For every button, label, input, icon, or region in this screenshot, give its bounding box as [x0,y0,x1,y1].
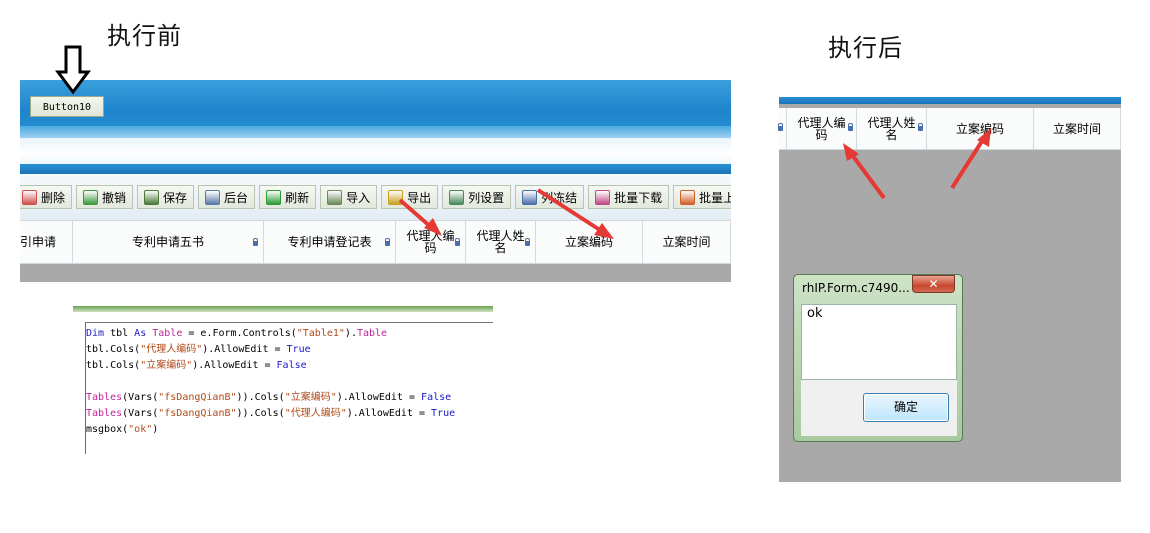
freeze-icon [522,189,538,205]
column-header-label: 立案时间 [662,235,711,249]
toolbar-button-8[interactable]: 列设置 [442,185,512,209]
code-line [86,374,455,390]
lock-icon [918,123,923,131]
column-header-label: 代理人姓名 [476,229,525,255]
toolbar-button-11[interactable]: 批量上传 [673,185,731,209]
toolbar-button-4[interactable]: 后台 [198,185,256,209]
save-icon [144,189,160,205]
column-header-label: 立案编码 [955,121,1004,136]
toolbar-button-1[interactable]: 删除 [20,185,73,209]
toolbar-button-3[interactable]: 保存 [137,185,195,209]
before-column-header-2[interactable]: 专利申请五书 [73,221,264,263]
code-editor: Dim tbl As Table = e.Form.Controls("Tabl… [73,306,493,454]
column-header-label: 立案编码 [564,235,613,249]
button10[interactable]: Button10 [30,96,104,117]
lock-icon [253,238,258,246]
download-icon [595,189,611,205]
toolbar-button-label: 列冻结 [541,190,578,205]
after-blue-band [779,97,1121,104]
toolbar-button-label: 导入 [346,190,371,205]
before-column-header-7[interactable]: 立案时间 [643,221,731,263]
toolbar-button-10[interactable]: 批量下载 [588,185,670,209]
dialog-title: rhIP.Form.c7490... [802,281,910,295]
toolbar-button-label: 批量下载 [614,190,663,205]
code-line: tbl.Cols("立案编码").AllowEdit = False [86,360,307,371]
export-icon [388,189,404,205]
delete-icon [22,189,37,205]
after-column-header-2[interactable]: 代理人姓名 [857,108,927,149]
column-header-label: 代理人姓名 [867,115,916,142]
lock-icon [778,123,783,131]
after-grid-header: 代理人编码代理人姓名 立案编码 立案时间 [778,108,1121,150]
before-grid-header: 引申请 专利申请五书 专利申请登记表 代理人编码代理人姓名 立案编码 立案时间 [20,220,731,264]
code-line: Tables(Vars("fsDangQianB")).Cols("立案编码")… [86,392,452,403]
toolbar-button-label: 导出 [407,190,432,205]
dialog-message: ok [807,306,823,321]
columns-icon [449,189,465,205]
lock-icon [455,238,460,246]
toolbar-button-label: 撤销 [102,190,127,205]
code-line: tbl.Cols("代理人编码").AllowEdit = True [86,344,311,355]
before-column-header-6[interactable]: 立案编码 [536,221,643,263]
after-column-header-1[interactable]: 代理人编码 [787,108,857,149]
before-banner [20,80,731,138]
refresh-icon [266,189,282,205]
before-column-header-3[interactable]: 专利申请登记表 [264,221,396,263]
toolbar-button-5[interactable]: 刷新 [259,185,317,209]
toolbar-button-7[interactable]: 导出 [381,185,439,209]
toolbar: 删除 撤销 保存 后台 刷新 导入 导出 列设置 列冻结 批量下载 批量上传 [20,174,731,220]
import-icon [327,189,343,205]
close-icon[interactable]: ✕ [912,275,955,293]
column-header-label: 代理人编码 [406,229,455,255]
toolbar-button-label: 删除 [41,190,66,205]
before-column-header-5[interactable]: 代理人姓名 [466,221,536,263]
dialog-footer: 确定 [801,380,957,436]
code-text: Dim tbl As Table = e.Form.Controls("Tabl… [86,326,455,438]
toolbar-button-label: 批量上传 [699,190,731,205]
code-line: Dim tbl As Table = e.Form.Controls("Tabl… [86,328,388,339]
lock-icon [525,238,530,246]
column-header-label: 立案时间 [1052,121,1101,136]
code-line: Tables(Vars("fsDangQianB")).Cols("代理人编码"… [86,408,456,419]
before-blue-band [20,164,731,174]
toolbar-button-9[interactable]: 列冻结 [515,185,585,209]
before-column-header-1[interactable]: 引申请 [20,221,73,263]
caption-after: 执行后 [828,34,903,62]
toolbar-button-label: 保存 [163,190,188,205]
toolbar-button-label: 后台 [224,190,249,205]
lock-icon [848,123,853,131]
toolbar-button-label: 刷新 [285,190,310,205]
after-column-header-3[interactable]: 立案编码 [927,108,1034,149]
undo-icon [83,189,99,205]
before-grid-body [20,264,731,282]
column-header-label: 专利申请五书 [131,235,204,249]
before-gradient-strip [20,138,731,164]
dialog-body [801,304,957,380]
before-column-header-4[interactable]: 代理人编码 [396,221,466,263]
toolbar-button-6[interactable]: 导入 [320,185,378,209]
column-header-label: 代理人编码 [797,115,846,142]
caption-before: 执行前 [107,22,182,50]
search-icon [205,189,221,205]
message-dialog: rhIP.Form.c7490... ✕ ok 确定 [793,274,963,442]
toolbar-button-2[interactable]: 撤销 [76,185,134,209]
ok-button[interactable]: 确定 [863,393,949,422]
after-column-stub[interactable] [778,108,787,149]
toolbar-button-label: 列设置 [468,190,505,205]
upload-icon [680,189,696,205]
lock-icon [385,238,390,246]
code-line: msgbox("ok") [86,424,159,435]
after-column-header-4[interactable]: 立案时间 [1034,108,1121,149]
column-header-label: 专利申请登记表 [287,235,372,249]
column-header-label: 引申请 [20,235,57,249]
